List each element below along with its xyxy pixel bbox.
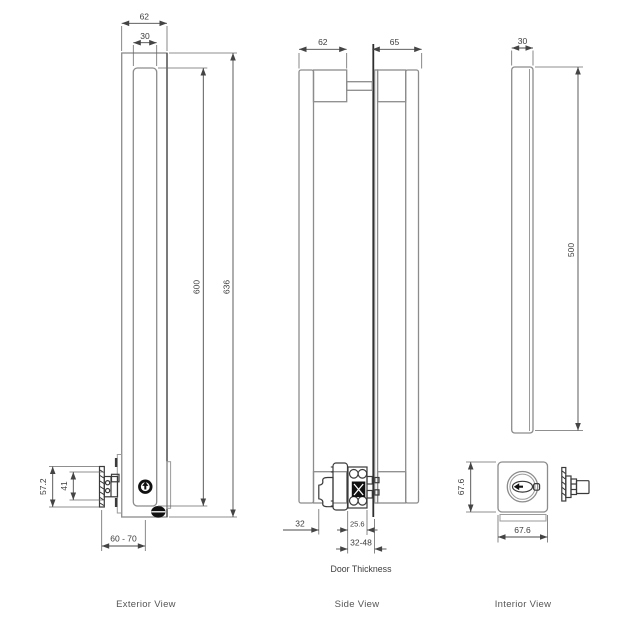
- thumbturn-rosette-inner: [509, 473, 536, 500]
- interior-view: 30 500 67.6 67.6 Interior View: [456, 36, 590, 610]
- exterior-deadbolt: [98, 465, 120, 508]
- keyhole-icon: [138, 479, 153, 494]
- exterior-plate: [121, 52, 168, 518]
- dim-side-interior-projection: 65: [390, 37, 400, 47]
- interior-view-label: Interior View: [495, 599, 552, 610]
- dim-interior-bar-width: 30: [518, 36, 528, 46]
- side-thumbturn-knob: [318, 476, 334, 508]
- dim-interior-escutcheon-height: 67.6: [456, 478, 466, 495]
- side-top-connector: [346, 81, 373, 91]
- thumbturn-rosette-outer: [506, 470, 539, 503]
- interior-deadbolt: [561, 466, 590, 502]
- dim-side-exterior-projection: 62: [318, 37, 328, 47]
- interior-escutcheon-base: [499, 514, 547, 522]
- thumbturn-paddle: [511, 480, 534, 493]
- side-right-grip: [405, 69, 420, 504]
- dim-interior-escutcheon-width: 67.6: [514, 525, 531, 535]
- exterior-bolt-face: [151, 506, 166, 518]
- exterior-right-tab: [166, 461, 172, 509]
- side-right-top-arm: [376, 69, 407, 103]
- dim-exterior-overall-length: 636: [222, 280, 232, 294]
- exterior-view-label: Exterior View: [116, 599, 176, 610]
- interior-escutcheon: [497, 461, 549, 513]
- side-left-grip: [298, 69, 315, 504]
- side-right-baseplate: [373, 69, 379, 504]
- dim-interior-bar-length: 500: [566, 243, 576, 257]
- thumbturn-catch: [532, 483, 541, 491]
- dim-side-lock-case-depth: 25.6: [350, 520, 365, 529]
- exterior-left-tab-tooth-bottom: [114, 498, 118, 507]
- dim-exterior-bolt-height: 41: [59, 481, 69, 491]
- thumbturn-arrow-icon: [513, 483, 523, 491]
- dim-exterior-bar-length: 600: [192, 280, 202, 294]
- dim-exterior-bar-width: 30: [140, 31, 150, 41]
- dim-exterior-plate-width: 62: [140, 12, 150, 22]
- side-right-bottom-arm: [376, 471, 407, 504]
- exterior-left-tab-tooth-top: [114, 458, 118, 467]
- dim-exterior-backset: 60 - 70: [110, 534, 137, 544]
- door-thickness-caption: Door Thickness: [331, 564, 393, 574]
- dim-exterior-lock-height: 57.2: [38, 478, 48, 495]
- side-left-top-arm: [312, 69, 348, 103]
- side-lock-case: [347, 466, 368, 509]
- exterior-pull-bar: [132, 67, 158, 507]
- side-lock-assembly: [318, 462, 380, 511]
- dim-side-knob-projection: 32: [295, 519, 305, 529]
- side-view: 62 65 32 25.6 32-48 Door Thickness Side …: [283, 37, 423, 610]
- dim-side-door-thickness-range: 32-48: [350, 538, 372, 548]
- side-view-label: Side View: [335, 599, 380, 610]
- interior-pull-bar: [511, 66, 534, 434]
- exterior-view: 62 30 600 636 57.2 41 60 - 70 Exterior V…: [38, 12, 237, 610]
